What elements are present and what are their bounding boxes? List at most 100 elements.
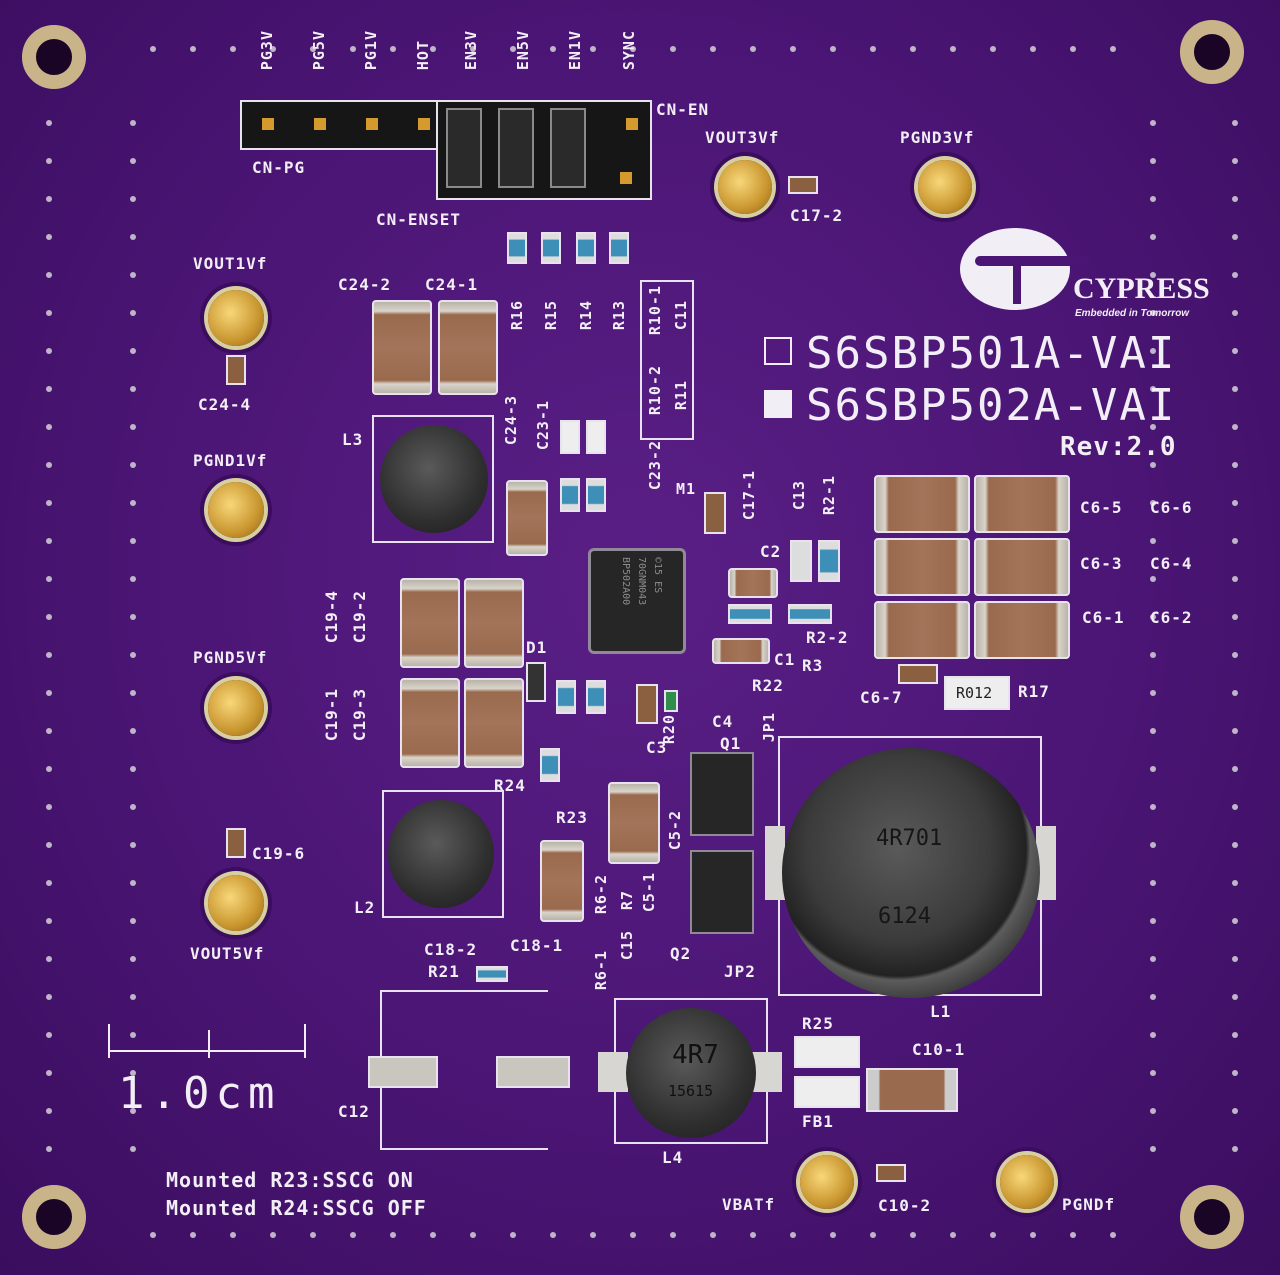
via [430, 1232, 436, 1238]
resistor-r15 [541, 232, 561, 264]
via [1150, 614, 1156, 620]
via [710, 1232, 716, 1238]
via [1030, 1232, 1036, 1238]
l1-marking-2: 6124 [878, 904, 931, 929]
l4-marking-2: 15615 [668, 1082, 714, 1100]
label-r13: R13 [610, 300, 628, 331]
via [130, 994, 136, 1000]
via [950, 1232, 956, 1238]
note-r23: Mounted R23:SSCG ON [166, 1168, 414, 1192]
via [230, 46, 236, 52]
via [550, 46, 556, 52]
via [1232, 196, 1238, 202]
l4-marking-1: 4R7 [672, 1040, 719, 1070]
via [1232, 804, 1238, 810]
label-r21: R21 [428, 962, 460, 981]
via [1232, 158, 1238, 164]
via [46, 462, 52, 468]
via [46, 842, 52, 848]
label-c5-2: C5-2 [666, 810, 684, 851]
label-m1: M1 [676, 480, 697, 498]
label-r22: R22 [752, 676, 784, 695]
label-c19-6: C19-6 [252, 844, 306, 863]
resistor-r25 [794, 1036, 860, 1068]
via [1232, 462, 1238, 468]
capacitor-c2 [728, 568, 778, 598]
via [1150, 272, 1156, 278]
note-r24: Mounted R24:SSCG OFF [166, 1196, 427, 1220]
l1-marking-1: 4R701 [876, 826, 943, 851]
capacitor-c6-6 [974, 475, 1070, 533]
via [310, 46, 316, 52]
via [46, 690, 52, 696]
via [1232, 234, 1238, 240]
via [190, 1232, 196, 1238]
via [830, 46, 836, 52]
via [1150, 500, 1156, 506]
via [130, 690, 136, 696]
via [46, 1108, 52, 1114]
via [230, 1232, 236, 1238]
header-pin [418, 118, 430, 130]
pin-label-en5v: EN5V [514, 30, 532, 71]
pin-label-pg1v: PG1V [362, 30, 380, 71]
label-c23-1: C23-1 [534, 400, 552, 451]
via [630, 46, 636, 52]
header-pin [262, 118, 274, 130]
via [1150, 424, 1156, 430]
via [590, 46, 596, 52]
label-r10-1: R10-1 [646, 285, 664, 336]
via [1150, 918, 1156, 924]
via [1150, 234, 1156, 240]
via [790, 1232, 796, 1238]
via [1150, 728, 1156, 734]
via [46, 272, 52, 278]
via [1150, 386, 1156, 392]
via [350, 46, 356, 52]
via [130, 158, 136, 164]
label-q1: Q1 [720, 734, 742, 753]
label-c19-1: C19-1 [322, 688, 341, 742]
capacitor-c19-6 [226, 828, 246, 858]
logo-text: CYPRESS [1073, 272, 1210, 305]
test-point-pgnd3 [918, 160, 972, 214]
via [510, 1232, 516, 1238]
via [1232, 272, 1238, 278]
ic-marking-line3: ©15 ES [652, 557, 663, 594]
via [1232, 614, 1238, 620]
via [130, 120, 136, 126]
via [130, 804, 136, 810]
label-vbat: VBATf [722, 1195, 776, 1214]
part-number-502: S6SBP502A-VAI [806, 380, 1177, 431]
via [1150, 842, 1156, 848]
via [1232, 880, 1238, 886]
jumper-en3v [446, 108, 482, 188]
via [46, 310, 52, 316]
capacitor-c12-pad-left [368, 1056, 438, 1088]
via [1030, 46, 1036, 52]
via [790, 46, 796, 52]
mounting-hole-top-right [1180, 20, 1244, 84]
label-pgnd3: PGND3Vf [900, 128, 975, 147]
label-fb1: FB1 [802, 1112, 834, 1131]
via [130, 614, 136, 620]
via [1150, 462, 1156, 468]
label-c24-4: C24-4 [198, 395, 252, 414]
label-cn-pg: CN-PG [252, 158, 306, 177]
label-c6-5: C6-5 [1080, 498, 1123, 517]
label-c2: C2 [760, 542, 782, 561]
via [46, 538, 52, 544]
mounting-hole-bottom-left [22, 1185, 86, 1249]
via [830, 1232, 836, 1238]
label-c24-1: C24-1 [425, 275, 479, 294]
mosfet-q2 [690, 850, 754, 934]
via [1232, 1108, 1238, 1114]
via [130, 348, 136, 354]
jumper-en5v [498, 108, 534, 188]
ferrite-fb1 [794, 1076, 860, 1108]
test-point-pgnd1 [208, 482, 264, 538]
label-vout5: VOUT5Vf [190, 944, 265, 963]
capacitor-c19-1 [400, 678, 460, 768]
capacitor-c13 [790, 540, 812, 582]
capacitor-c19-4 [400, 578, 460, 668]
